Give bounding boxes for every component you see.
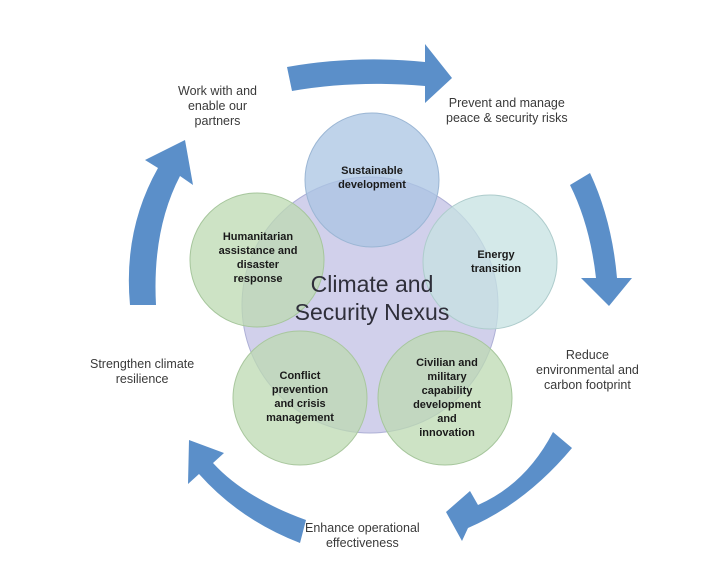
petal-circles (189, 112, 558, 466)
petal-text-line: disaster (236, 259, 280, 271)
petal-text-line: innovation (419, 427, 475, 439)
petal-sustainable-label: Sustainable development (338, 164, 406, 192)
outer-text-line: Work with and (178, 84, 257, 98)
petal-text-line: and (437, 413, 457, 425)
outer-text-line: enable our (187, 99, 248, 113)
petal-text-line: Conflict (279, 370, 321, 382)
petal-text-line: transition (470, 263, 522, 275)
petal-text-line: military (427, 371, 467, 383)
petal-text-line: assistance and (218, 245, 298, 257)
petal-text-line: Energy (477, 249, 515, 261)
outer-text-line: partners (194, 114, 241, 128)
petal-text-line: Humanitarian (222, 231, 294, 243)
petal-text-line: capability (421, 385, 473, 397)
petal-energy-circle (422, 194, 558, 330)
petal-civilian-circle (377, 330, 513, 466)
outer-strengthen-label: Strengthen climate resilience (90, 357, 194, 387)
petal-conflict-circle (232, 330, 368, 466)
petal-text-line: response (233, 273, 283, 285)
center-title-line-1: Climate and (310, 271, 434, 297)
petal-text-line: Sustainable (341, 165, 403, 177)
petal-humanitarian-circle (189, 192, 325, 328)
outer-text-line: effectiveness (325, 536, 399, 550)
petal-text-line: development (413, 399, 481, 411)
outer-text-line: environmental and (536, 363, 639, 377)
petal-civilian-label: Civilian and military capability develop… (413, 356, 481, 440)
arrow-top (287, 44, 452, 103)
petal-text-line: and crisis (274, 398, 326, 410)
outer-prevent-label: Prevent and manage peace & security risk… (446, 96, 568, 126)
outer-text-line: Strengthen climate (90, 357, 195, 371)
outer-work-with-label: Work with and enable our partners (178, 84, 257, 129)
petal-humanitarian-label: Humanitarian assistance and disaster res… (219, 230, 298, 286)
cycle-arrows (128, 44, 632, 543)
outer-text-line: Reduce (565, 348, 609, 362)
petal-text-line: Civilian and (416, 357, 478, 369)
petal-energy-label: Energy transition (471, 248, 521, 276)
arrow-bottom-left (188, 440, 306, 543)
center-title: Climate and Security Nexus (295, 270, 450, 326)
outer-text-line: Prevent and manage (448, 96, 565, 110)
outer-enhance-label: Enhance operational effectiveness (305, 521, 420, 551)
center-title-line-2: Security Nexus (294, 299, 450, 325)
arrow-right (570, 173, 632, 306)
outer-text-line: carbon footprint (544, 378, 631, 392)
petal-text-line: prevention (271, 384, 329, 396)
outer-reduce-label: Reduce environmental and carbon footprin… (536, 348, 639, 393)
petal-text-line: management (266, 412, 334, 424)
outer-text-line: resilience (115, 372, 169, 386)
petal-text-line: development (338, 179, 406, 191)
arrow-bottom-right (446, 432, 572, 541)
arrow-left (128, 140, 193, 305)
petal-sustainable-circle (304, 112, 440, 248)
outer-text-line: Enhance operational (305, 521, 420, 535)
outer-text-line: peace & security risks (446, 111, 568, 125)
petal-conflict-label: Conflict prevention and crisis managemen… (266, 369, 334, 425)
